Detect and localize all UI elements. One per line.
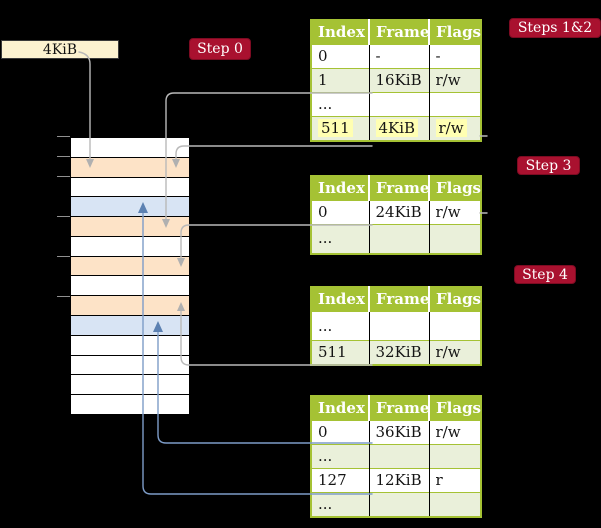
tick-mark [57, 156, 70, 157]
column-header-frame: Frame [369, 20, 430, 45]
memory-frame-row-4-blue [71, 197, 189, 218]
cell-flags [429, 492, 481, 517]
cell-index: ... [311, 492, 370, 517]
cell-frame: 24KiB [369, 200, 430, 225]
memory-frame-row-2-orange [71, 157, 189, 178]
tick-mark [57, 256, 70, 257]
cell-flags: r [429, 468, 481, 493]
cell-index: 0 [311, 44, 370, 69]
table-row: ... [311, 311, 481, 341]
memory-frame-row-9-orange [71, 296, 189, 317]
step-3-badge: Step 3 [517, 156, 580, 175]
memory-frame-row-7-orange [71, 256, 189, 277]
column-header-index: Index [311, 176, 370, 201]
table-row: 0-- [311, 44, 481, 69]
cell-frame: 16KiB [369, 68, 430, 93]
arrow-table1-to-frame-4kib [175, 145, 373, 160]
column-header-index: Index [311, 20, 370, 45]
cell-frame: - [369, 44, 430, 69]
cell-index: 0 [311, 200, 370, 225]
memory-frame-row-5-orange [71, 217, 189, 237]
column-header-flags: Flags [429, 287, 481, 312]
step-0-badge: Step 0 [189, 38, 251, 60]
table-row: ... [311, 224, 481, 254]
column-header-frame: Frame [369, 396, 430, 421]
tick-mark [57, 136, 70, 137]
tick-mark [57, 176, 70, 177]
memory-frame-row-8-white [71, 276, 189, 297]
table-row: ... [311, 492, 481, 517]
cell-index: 0 [311, 420, 370, 445]
cell-flags: r/w [429, 340, 481, 365]
cell-index: 127 [311, 468, 370, 493]
cell-flags: r/w [429, 200, 481, 225]
memory-frame-row-1-white [71, 138, 189, 158]
tick-mark [57, 296, 70, 297]
cell-flags: r/w [429, 68, 481, 93]
column-header-frame: Frame [369, 176, 430, 201]
cell-frame: 12KiB [369, 468, 430, 493]
cell-flags [429, 444, 481, 469]
cell-frame: 32KiB [369, 340, 430, 365]
cell-flags [429, 311, 481, 341]
tick-mark [57, 216, 70, 217]
table-row: ... [311, 444, 481, 469]
memory-frame-row-13-white [71, 375, 189, 396]
column-header-flags: Flags [429, 176, 481, 201]
cell-flags: - [429, 44, 481, 69]
cell-flags [429, 224, 481, 254]
cell-frame: 4KiB [369, 116, 430, 141]
cell-index: 511 [311, 340, 370, 365]
memory-frame-row-14-white [71, 395, 189, 414]
cell-frame [369, 311, 430, 341]
step-4-badge: Step 4 [514, 265, 576, 284]
cell-index: ... [311, 92, 370, 117]
cell-frame [369, 92, 430, 117]
cell-index: 511 [311, 116, 370, 141]
cell-frame [369, 444, 430, 469]
column-header-frame: Frame [369, 287, 430, 312]
column-header-flags: Flags [429, 396, 481, 421]
memory-frame-row-12-white [71, 355, 189, 376]
column-header-index: Index [311, 287, 370, 312]
cell-flags: r/w [429, 420, 481, 445]
column-header-index: Index [311, 396, 370, 421]
cell-index: ... [311, 444, 370, 469]
frame-size-label: 4KiB [1, 40, 119, 59]
cell-flags: r/w [429, 116, 481, 141]
memory-frame-row-10-blue [71, 316, 189, 336]
cell-index: ... [311, 311, 370, 341]
cell-index: 1 [311, 68, 370, 93]
table-row: ... [311, 92, 481, 117]
cell-frame [369, 492, 430, 517]
memory-frame-row-11-white [71, 335, 189, 356]
cell-flags [429, 92, 481, 117]
column-header-flags: Flags [429, 20, 481, 45]
cell-frame [369, 224, 430, 254]
cell-index: ... [311, 224, 370, 254]
memory-frame-row-6-white [71, 236, 189, 257]
cell-frame: 36KiB [369, 420, 430, 445]
memory-column [70, 137, 190, 415]
memory-frame-row-3-white [71, 177, 189, 198]
steps-1-2-badge: Steps 1&2 [509, 18, 601, 38]
